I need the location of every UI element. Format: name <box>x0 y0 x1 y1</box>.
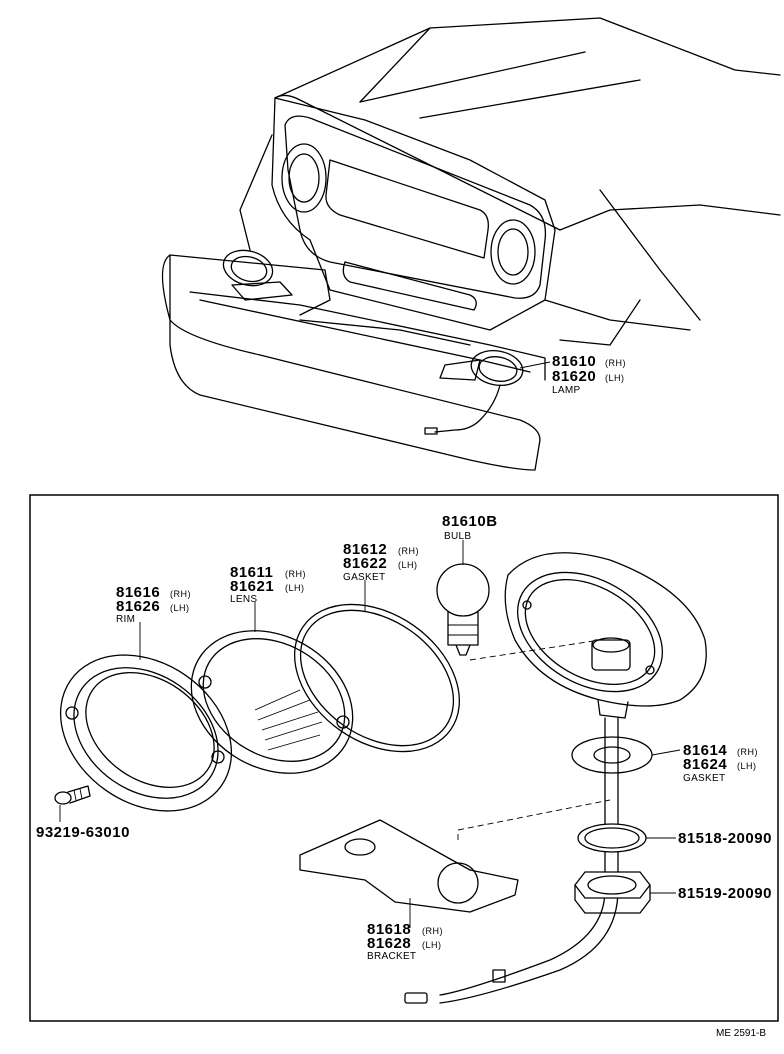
bracket-lh: (LH) <box>422 940 442 950</box>
lamp-rh: (RH) <box>605 358 626 368</box>
lamp-housing-part <box>504 552 707 719</box>
screw-part <box>54 785 91 822</box>
callout-lamp: 81610 (RH) 81620 (LH) LAMP <box>519 353 626 396</box>
lamp-name: LAMP <box>552 385 580 396</box>
lens-pn-lh: 81621 <box>230 578 274 595</box>
lens-gasket-rh: (RH) <box>398 546 419 556</box>
lens-rh: (RH) <box>285 569 306 579</box>
cable <box>404 717 619 1004</box>
lens-gasket-pn-lh: 81622 <box>343 555 387 572</box>
exploded-view-frame <box>29 494 779 1022</box>
bracket-pn-rh: 81618 <box>367 921 411 938</box>
bulb-pn: 81610B <box>442 513 498 530</box>
lens-lh: (LH) <box>285 583 305 593</box>
rim-pn-lh: 81626 <box>116 598 160 615</box>
rim-rh: (RH) <box>170 589 191 599</box>
screw-pn: 93219-63010 <box>36 824 130 841</box>
socket-gasket-pn-lh: 81624 <box>683 756 727 773</box>
callout-lens: 81611 (RH) 81621 (LH) LENS <box>230 564 306 605</box>
callout-bracket: 81618 (RH) 81628 (LH) BRACKET <box>367 921 443 962</box>
lamp-pn-lh: 81620 <box>552 368 596 385</box>
rim-lh: (LH) <box>170 603 190 613</box>
callout-leaders <box>139 580 411 928</box>
rim-part <box>59 654 233 812</box>
callout-washer: 81518-20090 <box>678 830 772 847</box>
bracket-rh: (RH) <box>422 926 443 936</box>
lens-gasket-name: GASKET <box>343 572 385 583</box>
bracket-name: BRACKET <box>367 951 416 962</box>
lamp-pn-rh: 81610 <box>552 353 596 370</box>
callout-lens-gasket: 81612 (RH) 81622 (LH) GASKET <box>343 541 419 583</box>
lens-name: LENS <box>230 594 257 605</box>
lens-gasket-lh: (LH) <box>398 560 418 570</box>
figure-reference: ME 2591-B <box>716 1028 766 1039</box>
washer-part <box>577 823 676 853</box>
callout-nut: 81519-20090 <box>678 885 772 902</box>
socket-gasket-pn-rh: 81614 <box>683 742 727 759</box>
nut-pn: 81519-20090 <box>678 885 772 902</box>
socket-gasket-part <box>571 736 681 774</box>
nut-part <box>574 871 676 914</box>
vehicle-front-illustration <box>161 17 781 471</box>
lens-gasket-pn-rh: 81612 <box>343 541 387 558</box>
lens-gasket-part <box>293 603 461 753</box>
socket-gasket-rh: (RH) <box>737 747 758 757</box>
washer-pn: 81518-20090 <box>678 830 772 847</box>
bracket-part <box>299 799 611 913</box>
rim-name: RIM <box>116 614 135 625</box>
callout-screw: 93219-63010 <box>36 824 130 841</box>
callout-socket-gasket: 81614 (RH) 81624 (LH) GASKET <box>683 742 758 784</box>
lamp-lh: (LH) <box>605 373 625 383</box>
bulb-name: BULB <box>444 531 471 542</box>
bracket-pn-lh: 81628 <box>367 935 411 952</box>
callout-bulb: 81610B BULB <box>442 513 498 542</box>
rim-pn-rh: 81616 <box>116 584 160 601</box>
bulb-part <box>436 540 601 661</box>
lens-pn-rh: 81611 <box>230 564 273 581</box>
callout-rim: 81616 (RH) 81626 (LH) RIM <box>116 584 191 625</box>
socket-gasket-lh: (LH) <box>737 761 757 771</box>
lens-part <box>190 630 354 774</box>
socket-gasket-name: GASKET <box>683 773 725 784</box>
